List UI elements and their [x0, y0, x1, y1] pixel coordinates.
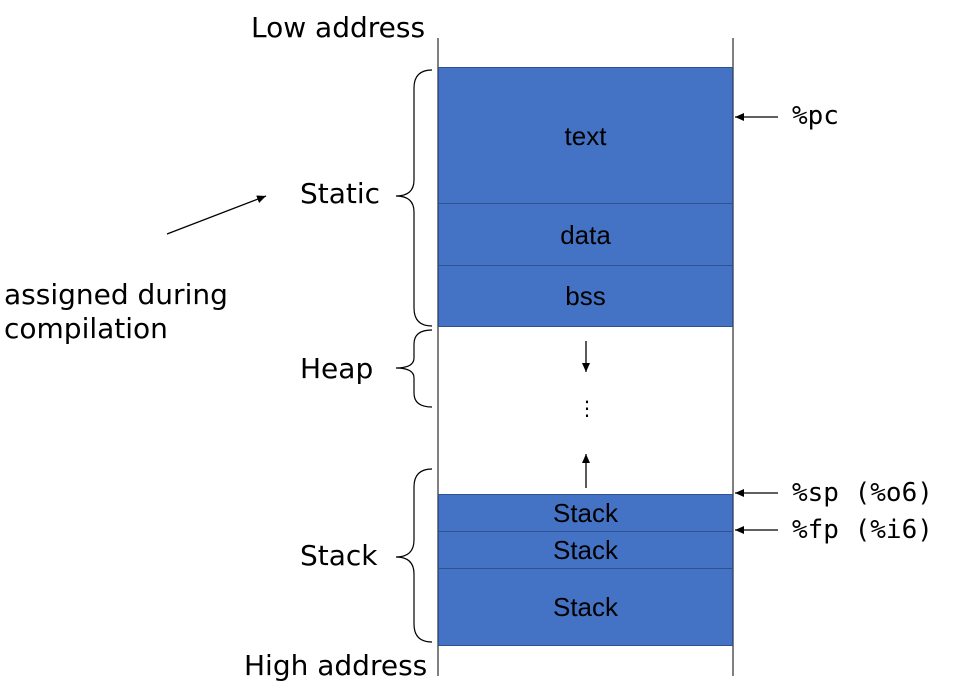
register-sp-label: %sp (%o6) — [792, 478, 933, 508]
segment-stack-2-label: Stack — [552, 535, 619, 565]
segment-stack-1: Stack — [438, 494, 733, 532]
segment-stack-3: Stack — [438, 568, 733, 646]
segment-text: text — [438, 67, 733, 204]
static-brace — [395, 69, 433, 327]
segment-stack-2: Stack — [438, 531, 733, 569]
annotation-arrow — [166, 195, 267, 235]
heap-ellipsis: ⋮ — [577, 396, 597, 420]
segment-bss-label: bss — [565, 281, 606, 311]
segment-data-label: data — [560, 219, 611, 250]
heap-label: Heap — [300, 352, 374, 385]
register-fp-label: %fp (%i6) — [792, 515, 933, 545]
segment-stack-1-label: Stack — [552, 498, 619, 528]
segment-text-label: text — [564, 120, 607, 151]
low-address-label: Low address — [251, 11, 426, 44]
stack-label: Stack — [300, 539, 378, 572]
high-address-label: High address — [244, 649, 428, 682]
annotation-line-1: assigned during — [4, 278, 228, 311]
static-label: Static — [300, 177, 381, 210]
segment-bss: bss — [438, 265, 733, 327]
heap-brace — [395, 329, 433, 408]
segment-stack-3-label: Stack — [552, 592, 619, 622]
segment-data: data — [438, 203, 733, 266]
stack-brace — [395, 468, 433, 643]
annotation-line-2: compilation — [4, 312, 168, 345]
register-pc-label: %pc — [792, 101, 839, 131]
